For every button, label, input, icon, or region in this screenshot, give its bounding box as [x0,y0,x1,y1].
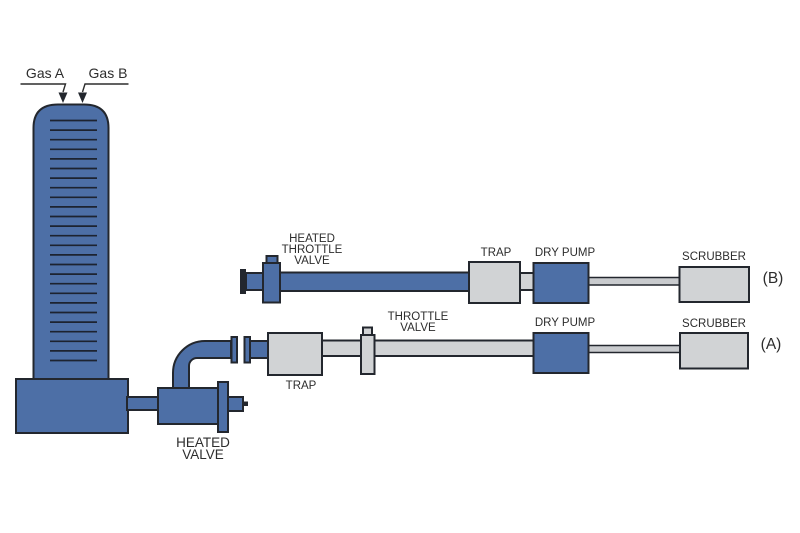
line-a-trap [267,332,323,376]
line-b-dry-pump [532,262,590,304]
gas-a-arrow-icon [58,92,68,103]
line-a-scrubber-label: SCRUBBER [682,318,746,330]
line-b-scrubber-label: SCRUBBER [682,251,746,263]
heated-valve-stub-pipe [227,396,244,412]
elbow-pipe [172,340,232,390]
line-b-exhaust-pipe [587,276,681,286]
tower-outlet-pipe [126,396,159,411]
tower-column [32,103,110,380]
gas-a-label: Gas A [25,65,65,81]
line-a-inlet-pipe [249,340,270,359]
gas-b-label: Gas B [88,65,128,81]
gas-a-leader-line [20,83,67,93]
line-b-connector-pipe [519,272,535,291]
tower-tray-lines [50,119,97,362]
heated-valve-flange [217,381,229,433]
line-b-trap [468,261,521,304]
throttle-valve-label: THROTTLE VALVE [387,311,449,334]
line-b-end-cap [240,269,246,294]
line-a-designator: (A) [760,336,782,353]
line-b-trap-label: TRAP [480,247,512,259]
line-b-scrubber [678,266,750,303]
line-a-scrubber [679,332,749,370]
line-b-pipe [279,271,470,292]
line-a-pipe [321,339,535,357]
gas-b-leader-line [81,83,129,93]
line-b-dry-pump-label: DRY PUMP [534,247,596,259]
line-b-inlet-pipe [245,272,264,291]
line-a-trap-label: TRAP [285,380,317,392]
gas-b-arrow-icon [78,92,87,103]
line-a-flange-left [230,336,238,364]
line-b-heated-throttle-valve-body [262,262,281,304]
line-a-throttle-valve-body [360,334,376,375]
tower-base [15,378,129,434]
heated-throttle-valve-label: HEATED THROTTLE VALVE [281,233,343,267]
line-a-exhaust-pipe [587,344,682,354]
line-b-designator: (B) [762,270,784,287]
heated-valve-label: HEATED VALVE [176,435,230,462]
line-a-dry-pump [532,332,590,374]
line-a-dry-pump-label: DRY PUMP [534,317,596,329]
heated-valve-body [157,387,219,425]
heated-valve-stub-tip [243,401,248,406]
